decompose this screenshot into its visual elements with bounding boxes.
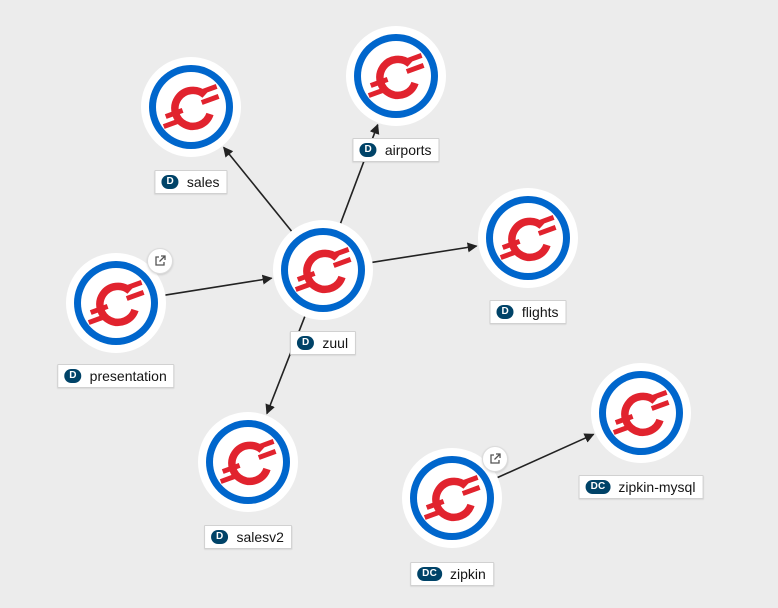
node-name: salesv2 [236, 529, 284, 545]
node-presentation[interactable] [66, 253, 166, 353]
open-url-icon[interactable] [482, 446, 508, 472]
resource-kind-badge: DC [417, 567, 443, 581]
node-name: sales [186, 174, 220, 190]
resource-kind-badge: D [359, 143, 377, 157]
node-zipkin-mysql[interactable] [591, 363, 691, 463]
resource-kind-badge: D [161, 175, 179, 189]
node-name: flights [521, 304, 559, 320]
node-salesv2[interactable] [198, 412, 298, 512]
resource-kind-badge: DC [585, 480, 611, 494]
openshift-logo-icon [141, 57, 241, 157]
node-name: zipkin-mysql [618, 479, 696, 495]
openshift-logo-icon [198, 412, 298, 512]
edge-zuul-to-flights[interactable] [372, 242, 478, 264]
node-flights[interactable] [478, 188, 578, 288]
node-airports[interactable] [346, 26, 446, 126]
edge-zipkin-to-zipkin-mysql[interactable] [497, 433, 595, 479]
node-sales[interactable] [141, 57, 241, 157]
node-name: presentation [89, 368, 167, 384]
node-zipkin[interactable] [402, 448, 502, 548]
openshift-logo-icon [591, 363, 691, 463]
node-label-zipkin-mysql[interactable]: DC zipkin-mysql [578, 475, 704, 499]
open-url-icon[interactable] [147, 248, 173, 274]
resource-kind-badge: D [296, 336, 315, 350]
openshift-logo-icon [346, 26, 446, 126]
node-label-zipkin[interactable]: DC zipkin [410, 562, 494, 586]
openshift-logo-icon [402, 448, 502, 548]
openshift-logo-icon [66, 253, 166, 353]
edge-presentation-to-zuul[interactable] [165, 274, 273, 296]
resource-kind-badge: D [496, 305, 514, 319]
resource-kind-badge: D [64, 369, 82, 383]
openshift-logo-icon [273, 220, 373, 320]
node-zuul[interactable] [273, 220, 373, 320]
openshift-logo-icon [478, 188, 578, 288]
node-name: zuul [322, 335, 349, 351]
node-name: zipkin [450, 566, 486, 582]
node-name: airports [384, 142, 432, 158]
edge-zuul-to-sales[interactable] [223, 146, 293, 232]
resource-kind-badge: D [211, 530, 229, 544]
